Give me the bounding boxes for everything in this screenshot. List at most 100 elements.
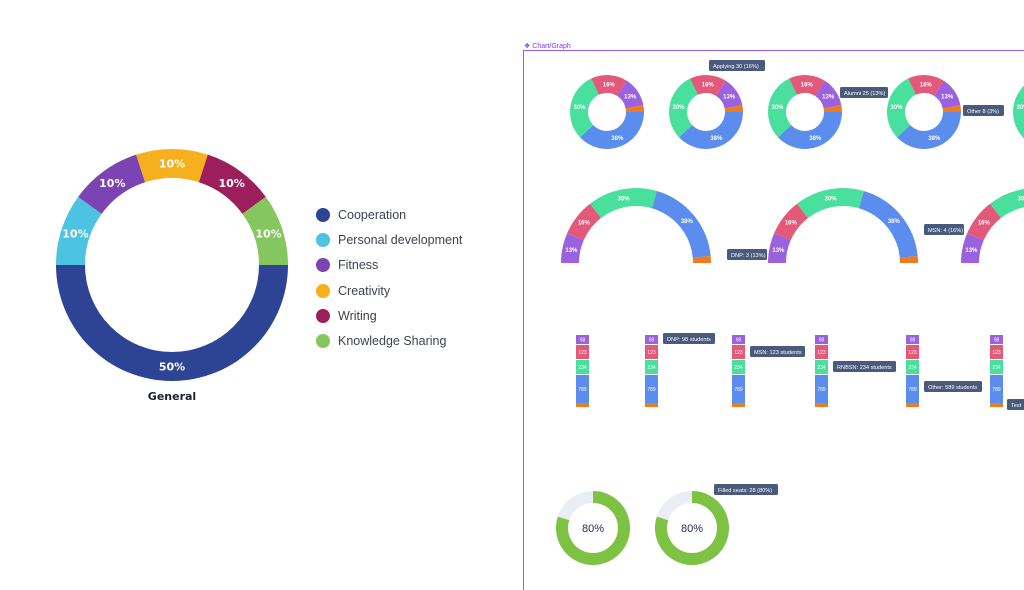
tooltip-text: Alumni 25 (13%) bbox=[844, 91, 885, 97]
tooltip-box bbox=[727, 249, 767, 260]
half-donut-slice bbox=[858, 190, 918, 258]
tooltip-text: DNP: 98 students bbox=[667, 337, 711, 343]
donut-value-label: 10% bbox=[159, 158, 185, 171]
stacked-bar-segment bbox=[815, 403, 828, 407]
half-donut-slice bbox=[797, 188, 864, 218]
stacked-bar-segment bbox=[990, 360, 1003, 374]
stacked-bar-segment bbox=[990, 375, 1003, 403]
donut-slice bbox=[789, 75, 825, 96]
bar-value-label: 98 bbox=[580, 338, 586, 344]
donut-slice bbox=[815, 80, 842, 109]
donut-slice bbox=[617, 80, 644, 109]
half-donut-value-label: 16% bbox=[578, 221, 591, 227]
legend-label: Creativity bbox=[338, 283, 391, 298]
donut-slice bbox=[1013, 85, 1024, 138]
donut-slice bbox=[690, 75, 726, 96]
half-donut-slice bbox=[774, 203, 809, 241]
bar-value-label: 123 bbox=[992, 350, 1001, 356]
donut-value-label: 16% bbox=[603, 82, 616, 88]
donut-value-label: 13% bbox=[822, 94, 835, 100]
donut-slice bbox=[716, 80, 743, 109]
stacked-bar-segment bbox=[576, 360, 589, 374]
legend-swatch bbox=[316, 283, 330, 298]
stacked-bar-segment bbox=[732, 345, 745, 359]
stacked-bar-segment bbox=[645, 375, 658, 403]
donut-slice bbox=[679, 112, 743, 150]
donut-slice-creativity bbox=[136, 149, 208, 183]
tooltip-text: MSN: 4 (16%) bbox=[928, 228, 963, 234]
half-donut-slice bbox=[990, 189, 1024, 218]
stacked-bar-segment bbox=[990, 335, 1003, 344]
legend-item: Personal development bbox=[316, 227, 462, 252]
donut-slice bbox=[669, 78, 698, 138]
donut-slice bbox=[908, 74, 944, 96]
donut-slice bbox=[778, 112, 843, 150]
donut-value-label: 38% bbox=[809, 136, 822, 142]
half-donut-slice bbox=[692, 255, 711, 263]
stacked-bar-segment bbox=[732, 375, 745, 403]
stacked-bar-segment bbox=[906, 375, 919, 403]
stacked-bar-segment bbox=[906, 335, 919, 344]
legend-item: Knowledge Sharing bbox=[316, 328, 462, 353]
half-donut-slice bbox=[967, 203, 1002, 241]
donut-slice bbox=[823, 105, 842, 112]
stacked-bar-segment bbox=[645, 345, 658, 359]
bar-value-label: 234 bbox=[817, 365, 826, 371]
bar-value-label: 98 bbox=[910, 338, 916, 344]
half-donut-value-label: 13% bbox=[772, 248, 785, 254]
legend-swatch bbox=[316, 258, 330, 273]
bar-value-label: 123 bbox=[578, 350, 587, 356]
stacked-bar-segment bbox=[906, 403, 919, 407]
stacked-bar-segment bbox=[732, 403, 745, 407]
chart-variants-frame: 38%30%16%13%38%30%16%13%Applying 30 (16%… bbox=[556, 60, 1024, 566]
component-icon: ❖ bbox=[524, 43, 531, 50]
legend-label: Knowledge Sharing bbox=[338, 334, 447, 349]
bar-value-label: 789 bbox=[578, 387, 587, 393]
tooltip-box bbox=[963, 105, 1004, 116]
bar-value-label: 98 bbox=[994, 338, 1000, 344]
half-donut-slice bbox=[651, 190, 711, 258]
donut-slice bbox=[724, 105, 743, 112]
stacked-bar-segment bbox=[815, 335, 828, 344]
half-donut-value-label: 16% bbox=[785, 221, 798, 227]
tooltip-box bbox=[840, 87, 888, 98]
gauge-value-label: 80% bbox=[582, 523, 604, 535]
donut-slice bbox=[897, 112, 961, 149]
bar-value-label: 234 bbox=[647, 365, 656, 371]
tooltip-box bbox=[663, 333, 715, 344]
stacked-bar-segment bbox=[645, 335, 658, 344]
donut-value-label: 50% bbox=[159, 361, 185, 374]
donut-value-label: 30% bbox=[573, 105, 586, 111]
gauge-value-label: 80% bbox=[681, 523, 703, 535]
donut-value-label: 13% bbox=[941, 94, 954, 100]
donut-slice bbox=[942, 105, 961, 112]
half-donut-slice bbox=[561, 233, 584, 263]
stacked-bar-segment bbox=[990, 403, 1003, 407]
bar-value-label: 789 bbox=[908, 387, 917, 393]
half-donut-value-label: 13% bbox=[565, 248, 578, 254]
legend-label: Cooperation bbox=[338, 207, 407, 222]
donut-value-label: 16% bbox=[801, 82, 814, 88]
tooltip-box bbox=[714, 484, 778, 495]
tooltip-box bbox=[709, 60, 765, 71]
tooltip-text: Test bbox=[1011, 403, 1022, 409]
donut-slice-personal-development bbox=[56, 196, 102, 265]
half-donut-value-label: 13% bbox=[965, 248, 978, 254]
half-donut-slice bbox=[899, 255, 918, 263]
stacked-bar-segment bbox=[576, 403, 589, 407]
frame-label: ❖Chart/Graph bbox=[524, 43, 571, 50]
legend-item: Writing bbox=[316, 303, 462, 328]
stacked-bar-segment bbox=[645, 403, 658, 407]
stacked-bar-segment bbox=[576, 335, 589, 344]
tooltip-text: DNP: 3 (13%) bbox=[731, 253, 766, 259]
stacked-bar-segment bbox=[645, 360, 658, 374]
donut-slice bbox=[625, 105, 644, 112]
legend-swatch bbox=[316, 308, 330, 323]
tooltip-box bbox=[924, 381, 982, 392]
stacked-bar-segment bbox=[815, 360, 828, 374]
bar-value-label: 123 bbox=[817, 350, 826, 356]
donut-value-label: 38% bbox=[710, 136, 723, 142]
half-donut-value-label: 30% bbox=[618, 196, 631, 202]
tooltip-text: Filled seats: 28 (80%) bbox=[718, 488, 772, 494]
